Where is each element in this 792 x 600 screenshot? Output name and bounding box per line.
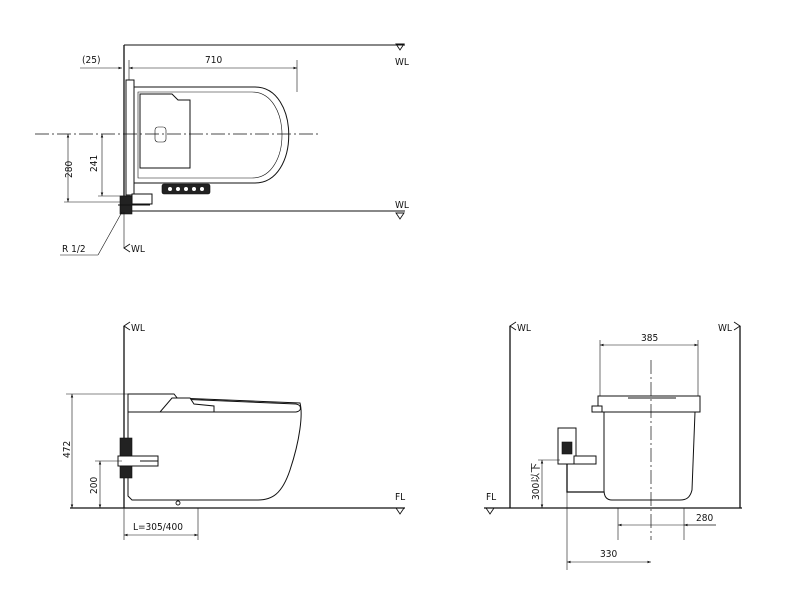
front-fl-label: FL [486,492,496,503]
side-length-label: L=305/400 [133,522,183,533]
plan-pipe-label: R 1/2 [62,244,86,255]
plan-lid-block [139,93,191,169]
plan-wl-left-marker-icon [123,243,131,253]
front-valve-icon [561,441,573,455]
plan-wl-bottom-marker-icon [395,212,405,220]
plan-wl-bottom-label: WL [131,244,145,255]
front-dim-330: 330 [600,549,617,560]
front-dim-280: 280 [696,513,713,524]
plan-dim-280: 280 [64,161,75,178]
side-fl-label: FL [395,492,405,503]
plan-tank-back [125,79,135,196]
front-view: WL WL FL 385 300以下 280 [484,321,742,570]
plan-view: WL WL (25) 710 280 241 [35,43,409,256]
front-wl-left-marker-icon [509,321,517,331]
side-dim-200: 200 [89,477,100,494]
side-dim-472: 472 [62,441,73,458]
plan-wl-top-marker-icon [395,43,405,51]
plan-sensor-icon [154,126,167,143]
side-view: WL FL 472 200 L=305/400 [62,321,405,540]
side-toilet-body [127,395,302,501]
plan-offset-label: (25) [82,55,100,66]
front-fl-marker-icon [485,507,495,515]
side-wl-label: WL [131,323,145,334]
front-wl-right-label: WL [718,323,732,334]
front-dim-385: 385 [641,333,658,344]
front-dim-300: 300以下 [531,463,542,500]
front-wl-right-marker-icon [733,321,741,331]
front-wl-left-label: WL [517,323,531,334]
side-fl-marker-icon [395,507,405,515]
plan-length-label: 710 [205,55,222,66]
side-wl-marker-icon [123,321,131,331]
front-hose [566,464,604,493]
side-lid-hinge [158,397,215,413]
plan-dim-241: 241 [89,155,100,172]
plan-wl-top-label: WL [395,57,409,68]
plan-wl-right-label: WL [395,200,409,211]
